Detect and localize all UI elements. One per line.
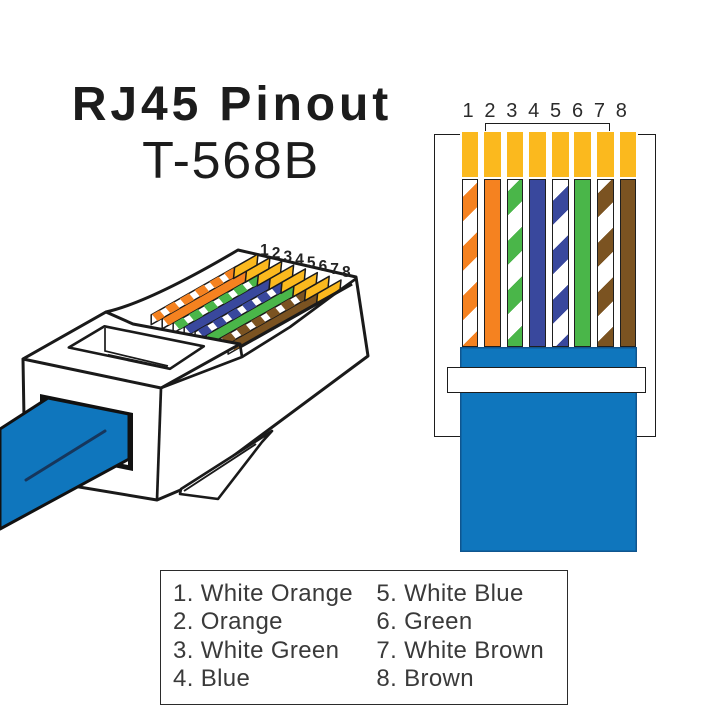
svg-text:5: 5 (307, 255, 316, 272)
svg-text:2: 2 (272, 245, 281, 262)
svg-text:1: 1 (260, 242, 269, 259)
svg-text:4: 4 (295, 252, 304, 269)
svg-text:7: 7 (330, 261, 339, 278)
svg-text:8: 8 (342, 264, 351, 281)
svg-text:3: 3 (283, 248, 292, 265)
svg-text:6: 6 (319, 258, 328, 275)
